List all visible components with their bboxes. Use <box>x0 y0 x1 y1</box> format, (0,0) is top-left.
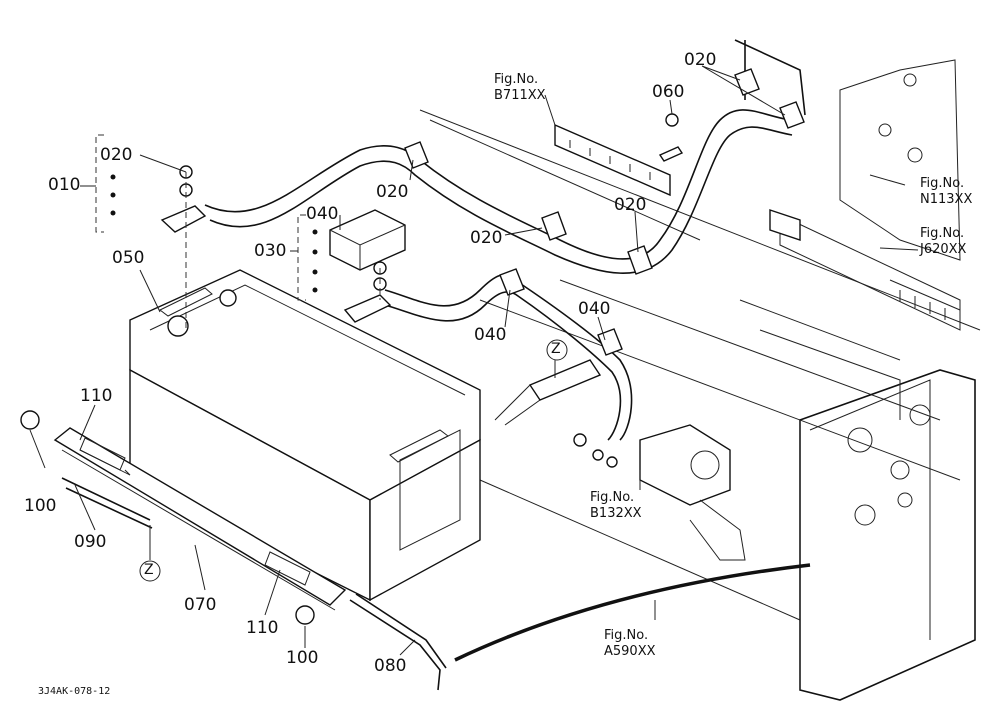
callout-110-b: 110 <box>246 618 279 638</box>
cable-clamps <box>404 68 805 356</box>
z-view-bracket <box>139 339 602 582</box>
battery-hold-down <box>20 410 811 691</box>
callout-040-top: 040 <box>306 204 339 224</box>
fig-ref-n113-line2: N113XX <box>920 192 973 208</box>
z-marker-upper: Z <box>551 341 561 357</box>
fig-ref-a590-line1: Fig.No. <box>604 628 649 643</box>
fig-ref-b711-line1: Fig.No. <box>494 72 539 87</box>
fig-ref-j620: Fig.No. J620XX <box>920 226 966 259</box>
leader-lines <box>29 65 919 656</box>
callout-070: 070 <box>184 595 217 615</box>
callout-090: 090 <box>74 532 107 552</box>
callout-040-a: 040 <box>474 325 507 345</box>
callout-020-d: 020 <box>684 50 717 70</box>
callout-100-a: 100 <box>24 496 57 516</box>
ref-brackets <box>554 123 801 241</box>
fig-ref-j620-line2: J620XX <box>920 242 967 258</box>
fig-ref-b132-line2: B132XX <box>590 506 642 522</box>
callout-010: 010 <box>48 175 81 195</box>
callout-100-b: 100 <box>286 648 319 668</box>
fig-ref-a590-line2: A590XX <box>604 644 656 660</box>
drawing-code: 3J4AK-078-12 <box>38 686 111 697</box>
callout-030: 030 <box>254 241 287 261</box>
fig-ref-n113: Fig.No. N113XX <box>920 176 972 209</box>
fig-ref-a590: Fig.No. A590XX <box>604 628 656 661</box>
callout-060: 060 <box>652 82 685 102</box>
callout-040-b: 040 <box>578 299 611 319</box>
callout-110-a: 110 <box>80 386 113 406</box>
fig-ref-n113-line1: Fig.No. <box>920 176 965 191</box>
fig-ref-j620-line1: Fig.No. <box>920 226 965 241</box>
callout-020-c: 020 <box>614 195 647 215</box>
battery-body <box>129 269 481 602</box>
callout-050: 050 <box>112 248 145 268</box>
callout-020-top: 020 <box>100 145 133 165</box>
fig-ref-b132: Fig.No. B132XX <box>590 490 642 523</box>
chassis-frame <box>419 59 981 701</box>
callout-020-b: 020 <box>470 228 503 248</box>
z-marker-lower: Z <box>144 562 154 578</box>
fig-ref-b132-line1: Fig.No. <box>590 490 635 505</box>
group-brackets <box>95 134 318 301</box>
fig-ref-b711: Fig.No. B711XX <box>494 72 546 105</box>
callout-080: 080 <box>374 656 407 676</box>
fig-ref-b711-line2: B711XX <box>494 88 546 104</box>
callout-020-a: 020 <box>376 182 409 202</box>
